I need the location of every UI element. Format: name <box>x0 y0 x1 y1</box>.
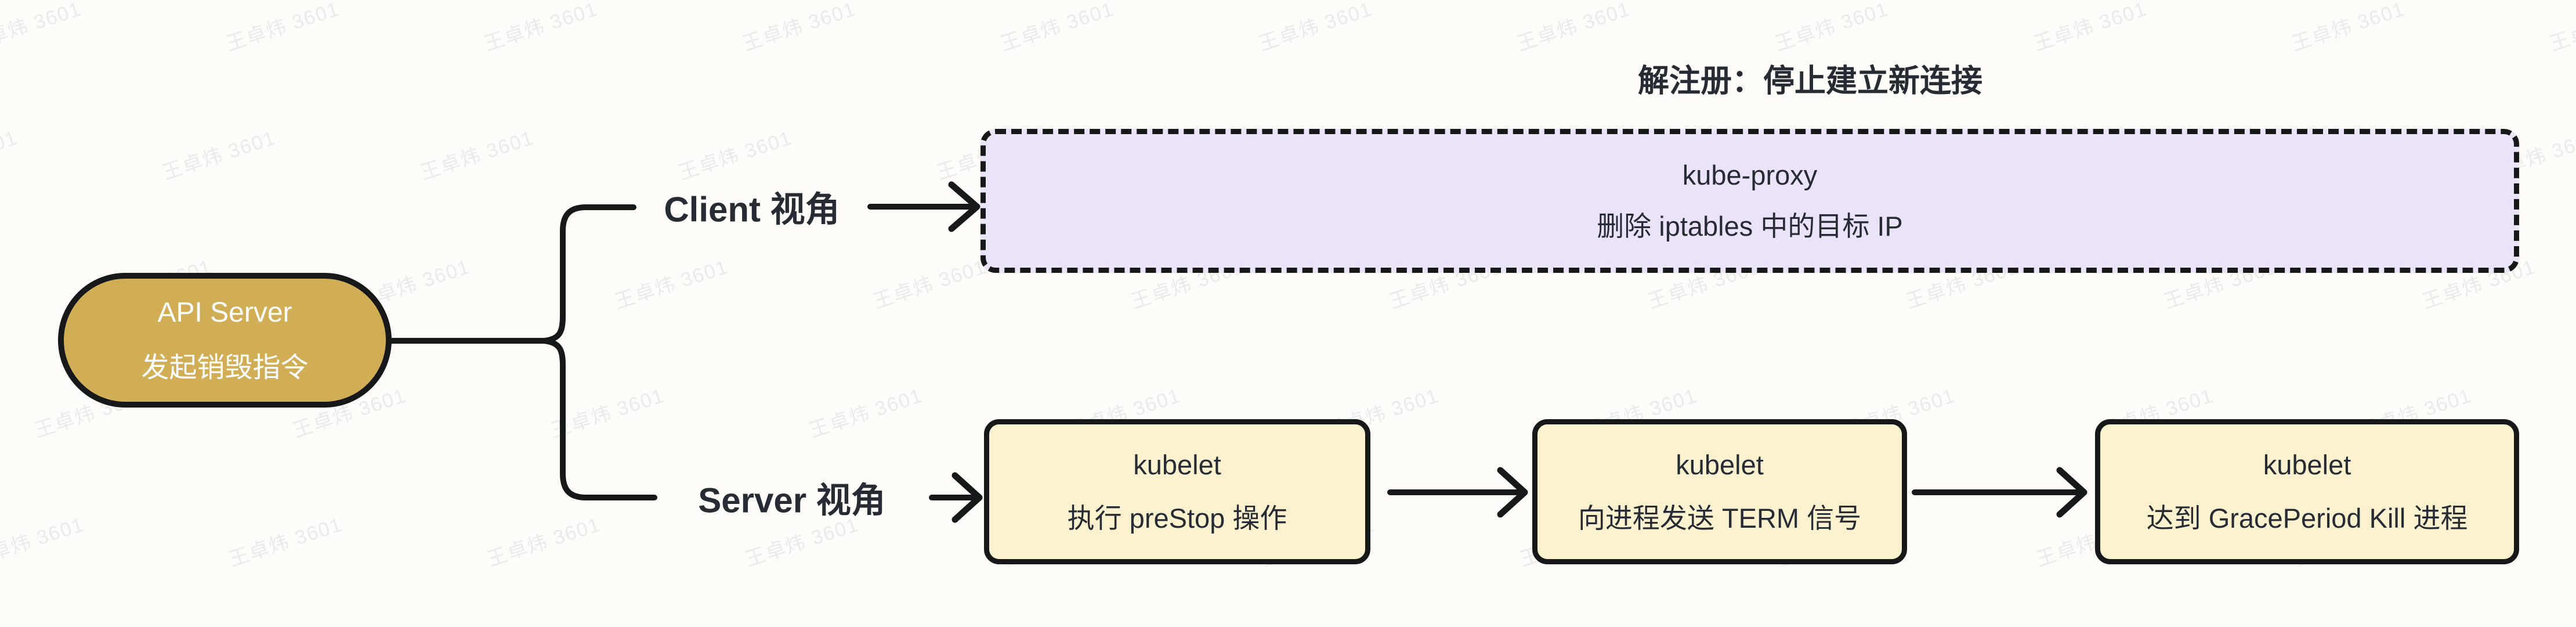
kubelet-prestop-title: kubelet <box>1133 449 1221 480</box>
client-branch-label: Client 视角 <box>664 190 840 229</box>
kubelet-term-node[interactable]: kubelet 向进程发送 TERM 信号 <box>1532 419 1907 564</box>
kubelet-kill-node[interactable]: kubelet 达到 GracePeriod Kill 进程 <box>2095 419 2519 564</box>
server-arrowhead-icon <box>951 472 983 523</box>
kube-proxy-node-title: kube-proxy <box>1682 160 1818 190</box>
kubelet-kill-subtitle: 达到 GracePeriod Kill 进程 <box>2146 503 2468 534</box>
kubelet-prestop-node[interactable]: kubelet 执行 preStop 操作 <box>984 419 1370 564</box>
kubelet-term-subtitle: 向进程发送 TERM 信号 <box>1578 503 1862 534</box>
kubelet-prestop-subtitle: 执行 preStop 操作 <box>1067 503 1287 534</box>
step1-step2-arrowhead-icon <box>1497 467 1528 518</box>
kube-proxy-node-subtitle: 删除 iptables 中的目标 IP <box>1597 211 1903 242</box>
api-server-node[interactable]: API Server 发起销毁指令 <box>58 273 392 408</box>
client-arrowhead-icon <box>948 181 981 232</box>
client-branch-annotation: 解注册：停止建立新连接 <box>1638 63 1982 99</box>
kubelet-kill-title: kubelet <box>2263 449 2351 480</box>
api-server-node-subtitle: 发起销毁指令 <box>141 352 309 383</box>
kube-proxy-node[interactable]: kube-proxy 删除 iptables 中的目标 IP <box>981 129 2519 273</box>
brace-top-connector <box>541 204 636 344</box>
kubelet-term-title: kubelet <box>1676 449 1764 480</box>
api-server-node-title: API Server <box>157 297 292 328</box>
server-branch-label: Server 视角 <box>698 481 886 520</box>
brace-bottom-connector <box>541 338 657 500</box>
step2-step3-arrowhead-icon <box>2056 467 2087 518</box>
